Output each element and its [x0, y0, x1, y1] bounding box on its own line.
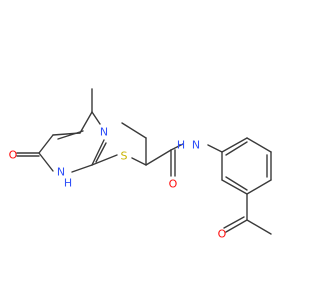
- atom-o-acetyl: O: [218, 228, 227, 241]
- bond: [221, 179, 248, 195]
- atom-o-ring: O: [9, 149, 18, 162]
- bond: [95, 142, 107, 163]
- atom-n-amide: N: [192, 139, 200, 152]
- atom-o-amide: O: [169, 178, 178, 191]
- bond: [170, 143, 184, 151]
- bond: [246, 137, 272, 153]
- bond: [131, 157, 147, 166]
- bond: [246, 219, 272, 235]
- bond: [225, 219, 248, 233]
- bond: [57, 130, 84, 140]
- atom-n1: N: [57, 166, 65, 179]
- bond: [38, 152, 54, 172]
- bond: [246, 179, 272, 195]
- bond: [225, 176, 248, 191]
- bond: [38, 134, 54, 154]
- atom-n1-h: H: [64, 177, 72, 190]
- bond: [145, 149, 172, 166]
- bond: [223, 216, 245, 229]
- atom-s: S: [121, 150, 128, 163]
- atom-n3: N: [100, 126, 108, 139]
- bond: [91, 154, 118, 166]
- bond: [225, 141, 248, 156]
- bond: [71, 164, 93, 173]
- bond: [221, 137, 248, 153]
- bond: [121, 122, 147, 139]
- atom-n-amide-h: H: [177, 139, 185, 152]
- bond: [91, 111, 101, 125]
- bond: [91, 139, 105, 166]
- bond: [207, 144, 223, 153]
- bond: [79, 111, 93, 134]
- molecule-diagram: N N H O S O N H O: [9, 88, 272, 241]
- structure-canvas: N N H O S O N H O: [9, 88, 272, 241]
